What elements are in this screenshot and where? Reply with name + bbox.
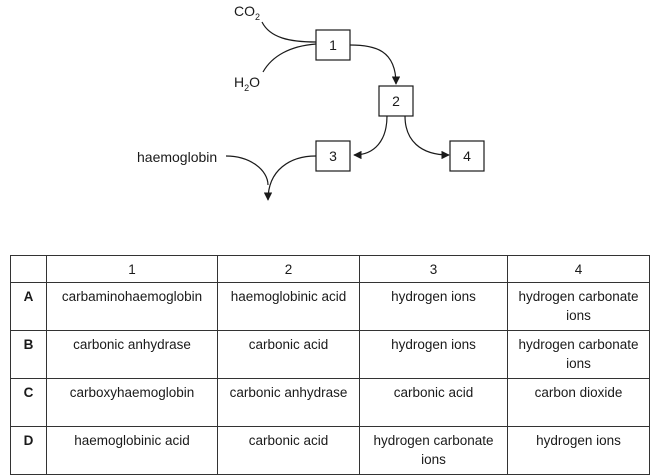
box-2: 2 [378, 85, 414, 117]
box3-to-output-arrow [263, 155, 317, 201]
option-row-d: D haemoglobinic acid carbonic acid hydro… [10, 426, 650, 475]
box2-to-box4-arrow [404, 115, 450, 160]
table-cell: carbaminohaemoglobin [46, 282, 218, 331]
option-row-b: B carbonic anhydrase carbonic acid hydro… [10, 330, 650, 379]
option-letter: D [10, 426, 47, 475]
table-cell: hydrogen ions [359, 330, 508, 379]
svg-text:2: 2 [392, 93, 400, 109]
table-cell: carbon dioxide [507, 378, 650, 427]
svg-text:3: 3 [329, 148, 337, 164]
box-3: 3 [315, 140, 351, 172]
table-cell: hydrogen ions [507, 426, 650, 475]
header-col-1: 1 [46, 255, 218, 283]
box-4: 4 [449, 140, 485, 172]
table-cell: carbonic acid [217, 330, 360, 379]
haemoglobin-line [225, 155, 269, 186]
option-letter: B [10, 330, 47, 379]
co2-label: CO2 [234, 3, 260, 22]
box1-to-box2-arrow [349, 44, 401, 85]
table-cell: carbonic acid [217, 426, 360, 475]
table-cell: hydrogen carbonate ions [507, 282, 650, 331]
answer-options-table: 1 2 3 4 A carbaminohaemoglobin haemoglob… [10, 255, 650, 475]
svg-text:4: 4 [463, 148, 471, 164]
svg-text:1: 1 [329, 37, 337, 53]
box-1: 1 [315, 29, 351, 61]
table-header-row: 1 2 3 4 [10, 255, 650, 283]
header-col-3: 3 [359, 255, 508, 283]
table-cell: carbonic acid [359, 378, 508, 427]
table-cell: carbonic anhydrase [217, 378, 360, 427]
haemoglobin-label: haemoglobin [137, 149, 217, 165]
header-col-2: 2 [217, 255, 360, 283]
co2-to-box1-line [261, 21, 317, 43]
table-cell: haemoglobinic acid [217, 282, 360, 331]
table-cell: haemoglobinic acid [46, 426, 218, 475]
header-corner [10, 255, 47, 283]
pathway-diagram: CO2 H2O haemoglobin 1 2 3 4 [137, 3, 485, 201]
header-col-4: 4 [507, 255, 650, 283]
table-cell: carboxyhaemoglobin [46, 378, 218, 427]
table-cell: carbonic anhydrase [46, 330, 218, 379]
h2o-label: H2O [234, 74, 260, 93]
h2o-to-box1-line [262, 43, 317, 73]
option-row-a: A carbaminohaemoglobin haemoglobinic aci… [10, 282, 650, 331]
table-cell: hydrogen ions [359, 282, 508, 331]
option-letter: C [10, 378, 47, 427]
option-letter: A [10, 282, 47, 331]
box2-to-box3-arrow [353, 115, 388, 160]
table-cell: hydrogen carbonate ions [359, 426, 508, 475]
table-cell: hydrogen carbonate ions [507, 330, 650, 379]
option-row-c: C carboxyhaemoglobin carbonic anhydrase … [10, 378, 650, 427]
